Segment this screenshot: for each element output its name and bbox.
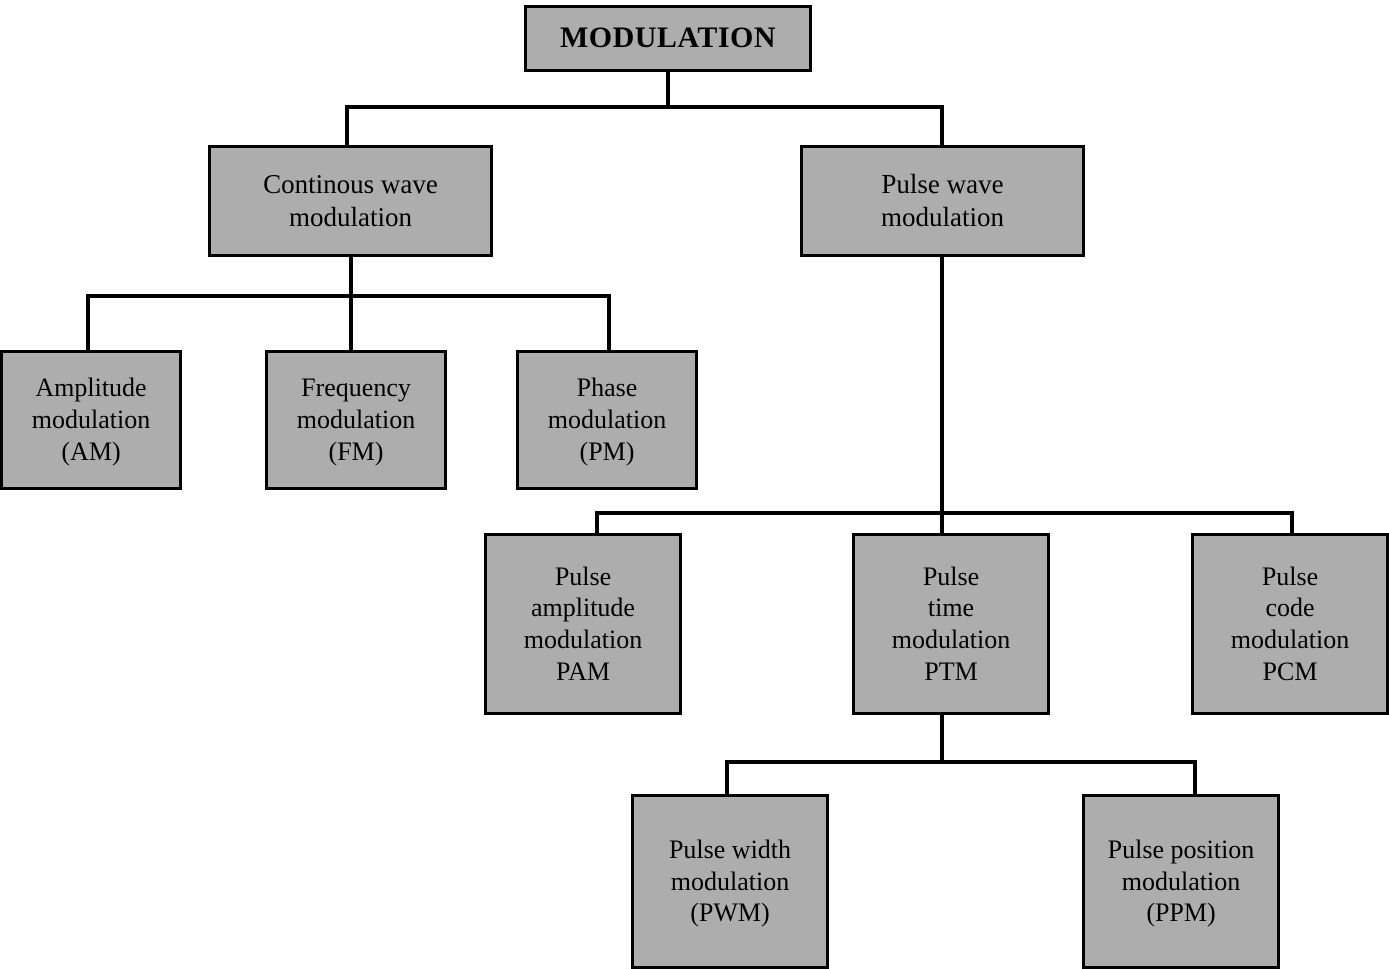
edge-root-stem <box>666 70 670 107</box>
edge-pw-bus <box>595 511 1294 515</box>
edge-pw-to-pcm <box>1290 511 1294 535</box>
node-amplitude-modulation-am[interactable]: Amplitude modulation (AM) <box>0 350 182 490</box>
edge-root-to-cw <box>345 105 349 147</box>
edge-cw-stem <box>349 256 353 352</box>
edge-root-to-pw <box>940 105 944 147</box>
node-frequency-modulation-fm[interactable]: Frequency modulation (FM) <box>265 350 447 490</box>
edge-ptm-bus <box>725 760 1197 764</box>
node-phase-modulation-pm[interactable]: Phase modulation (PM) <box>516 350 698 490</box>
edge-pw-to-pam <box>595 511 599 535</box>
node-pulse-amplitude-modulation-pam[interactable]: Pulse amplitude modulation PAM <box>484 533 682 715</box>
edge-pw-stem <box>940 256 944 536</box>
node-pulse-wave-modulation[interactable]: Pulse wave modulation <box>800 145 1085 257</box>
edge-cw-to-am <box>86 294 90 352</box>
edge-cw-to-pm <box>607 294 611 352</box>
edge-cw-bus <box>86 294 611 298</box>
node-modulation-root[interactable]: MODULATION <box>524 5 812 72</box>
edge-root-bus <box>345 105 944 109</box>
node-pulse-time-modulation-ptm[interactable]: Pulse time modulation PTM <box>852 533 1050 715</box>
node-continuous-wave-modulation[interactable]: Continous wave modulation <box>208 145 493 257</box>
edge-ptm-to-pwm <box>725 760 729 796</box>
edge-ptm-to-ppm <box>1193 760 1197 796</box>
node-pulse-code-modulation-pcm[interactable]: Pulse code modulation PCM <box>1191 533 1389 715</box>
node-pulse-width-modulation-pwm[interactable]: Pulse width modulation (PWM) <box>631 794 829 969</box>
edge-ptm-stem <box>940 713 944 764</box>
node-pulse-position-modulation-ppm[interactable]: Pulse position modulation (PPM) <box>1082 794 1280 969</box>
